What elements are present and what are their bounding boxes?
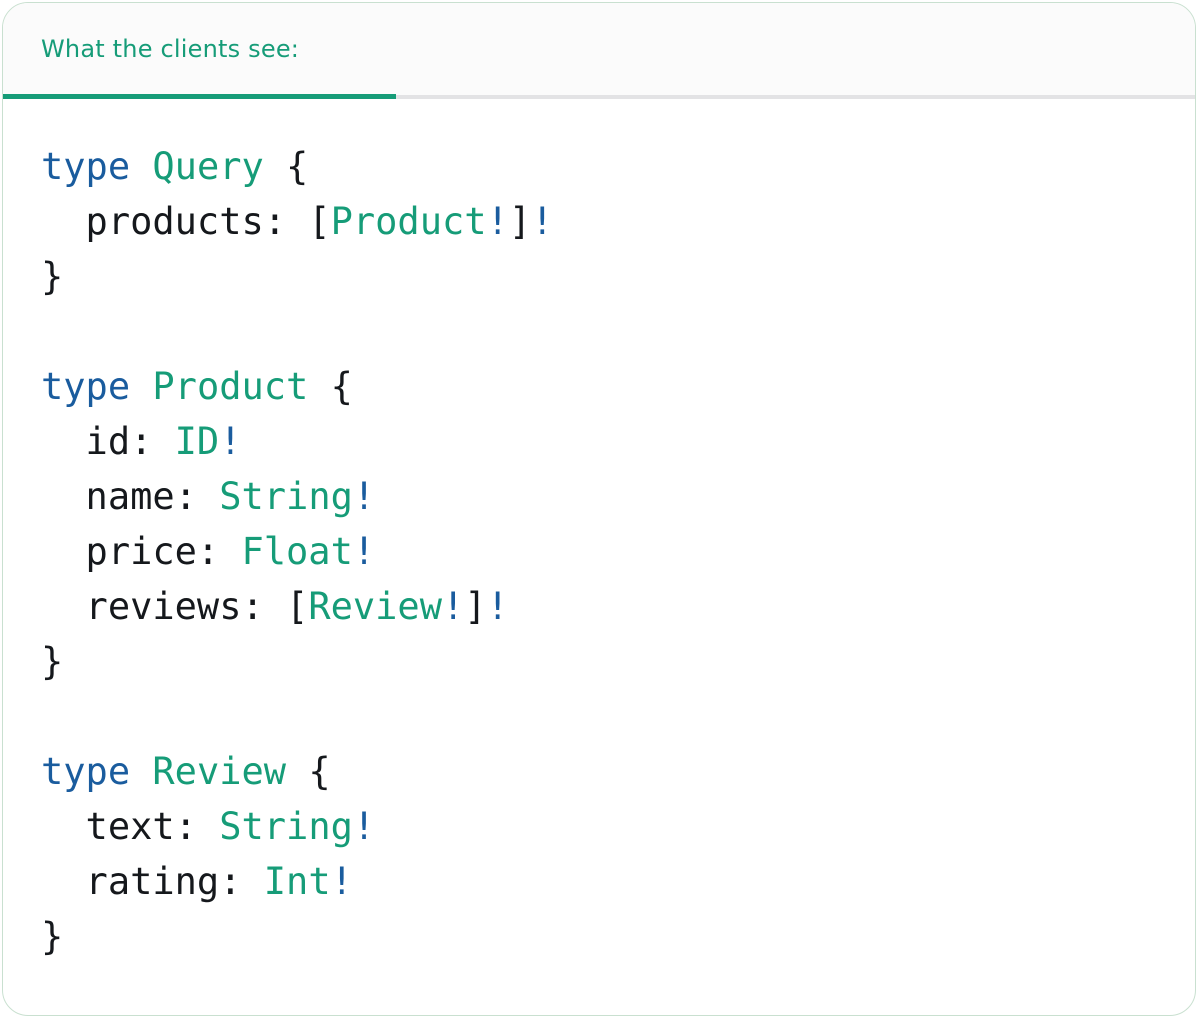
code-token-ty: Float bbox=[241, 530, 353, 573]
code-token-ty: Product bbox=[152, 365, 309, 408]
code-token-ty: Int bbox=[263, 860, 331, 903]
code-token-pl: { bbox=[308, 365, 353, 408]
code-line: name: String! bbox=[41, 469, 1165, 524]
code-token-pl bbox=[130, 750, 152, 793]
code-token-kw: ! bbox=[352, 530, 376, 573]
code-token-pl: ] bbox=[464, 585, 487, 628]
code-token-kw: ! bbox=[486, 200, 509, 243]
code-token-pl: id: bbox=[41, 420, 175, 463]
code-token-pl: products: [ bbox=[41, 200, 331, 243]
code-token-ty: String bbox=[219, 805, 353, 848]
panel-header: What the clients see: bbox=[3, 3, 1195, 99]
code-token-kw: ! bbox=[352, 475, 376, 518]
tab-label: What the clients see: bbox=[41, 35, 300, 63]
schema-code-block: type Query { products: [Product!]!} type… bbox=[3, 99, 1195, 964]
code-token-kw: type bbox=[41, 750, 131, 793]
code-token-pl: { bbox=[286, 750, 331, 793]
code-line: text: String! bbox=[41, 799, 1165, 854]
code-token-ty: Review bbox=[308, 585, 442, 628]
code-line: reviews: [Review!]! bbox=[41, 579, 1165, 634]
code-token-kw: type bbox=[41, 365, 131, 408]
code-line: } bbox=[41, 249, 1165, 304]
code-line bbox=[41, 689, 1165, 744]
code-line: type Product { bbox=[41, 359, 1165, 414]
code-token-pl: } bbox=[41, 255, 64, 298]
code-line: type Review { bbox=[41, 744, 1165, 799]
code-token-kw: ! bbox=[441, 585, 465, 628]
code-token-ty: Product bbox=[330, 200, 487, 243]
code-token-ty: ID bbox=[174, 420, 220, 463]
code-token-pl: } bbox=[41, 640, 64, 683]
code-token-pl bbox=[130, 145, 152, 188]
code-line: price: Float! bbox=[41, 524, 1165, 579]
code-line: id: ID! bbox=[41, 414, 1165, 469]
code-token-pl: rating: bbox=[41, 860, 264, 903]
code-token-pl bbox=[130, 365, 152, 408]
code-token-pl: text: bbox=[41, 805, 220, 848]
code-line: } bbox=[41, 634, 1165, 689]
code-token-kw: type bbox=[41, 145, 131, 188]
code-token-kw: ! bbox=[486, 585, 509, 628]
code-token-kw: ! bbox=[352, 805, 376, 848]
code-token-pl: } bbox=[41, 915, 64, 958]
code-token-pl: { bbox=[263, 145, 309, 188]
code-token-ty: Query bbox=[152, 145, 264, 188]
code-token-kw: ! bbox=[531, 200, 554, 243]
code-token-ty: String bbox=[219, 475, 353, 518]
code-token-pl: price: bbox=[41, 530, 242, 573]
code-token-pl: reviews: [ bbox=[41, 585, 309, 628]
code-line: type Query { bbox=[41, 139, 1165, 194]
code-line bbox=[41, 304, 1165, 359]
code-token-pl: ] bbox=[508, 200, 532, 243]
code-token-kw: ! bbox=[330, 860, 353, 903]
code-token-kw: ! bbox=[219, 420, 242, 463]
code-token-pl: name: bbox=[41, 475, 220, 518]
code-line: rating: Int! bbox=[41, 854, 1165, 909]
code-line: products: [Product!]! bbox=[41, 194, 1165, 249]
code-token-ty: Review bbox=[152, 750, 287, 793]
tab-what-clients-see[interactable]: What the clients see: bbox=[41, 3, 299, 95]
code-line: } bbox=[41, 909, 1165, 964]
active-tab-underline bbox=[3, 94, 396, 99]
